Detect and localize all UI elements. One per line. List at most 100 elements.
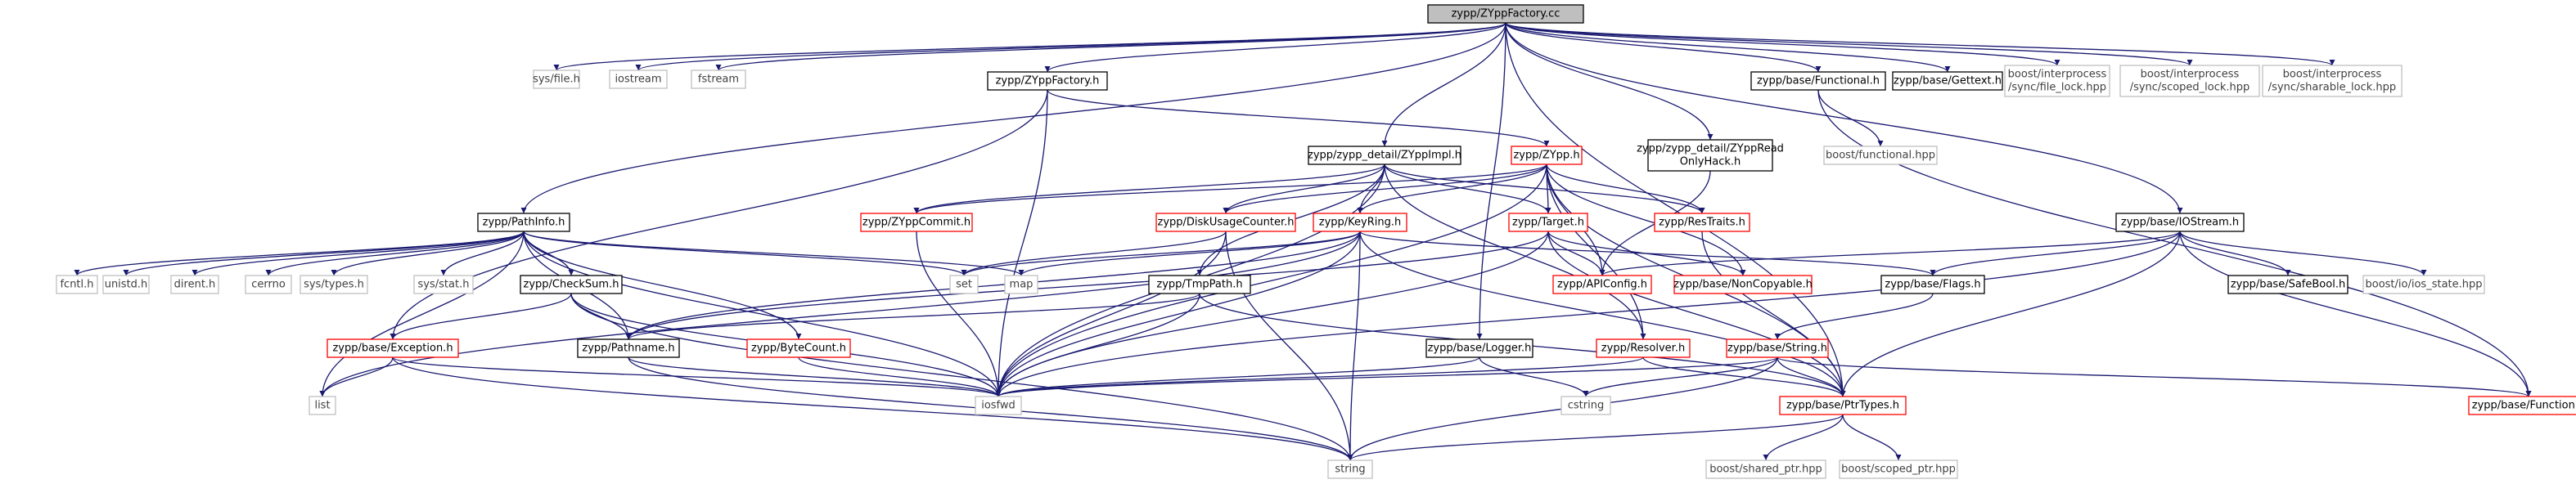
- node-string: string: [1327, 459, 1373, 479]
- edge-pathinfo-to-map: [523, 231, 1025, 276]
- node-box: [477, 213, 570, 232]
- node-unistd: unistd.h: [102, 275, 150, 294]
- node-label: boost/interprocess: [2008, 69, 2107, 81]
- node-box: [1880, 275, 1985, 294]
- node-label: boost/scoped_ptr.hpp: [1841, 464, 1956, 476]
- node-label: boost/interprocess: [2283, 69, 2382, 81]
- node-apiconfig[interactable]: zypp/APIConfig.h: [1552, 275, 1652, 294]
- edge-string_h-to-cstring: [1583, 356, 1778, 397]
- node-diskusage[interactable]: zypp/DiskUsageCounter.h: [1155, 213, 1296, 232]
- edge-pathinfo-to-cerrno: [265, 231, 525, 276]
- edge-tmppath-to-iosfwd: [995, 293, 1200, 397]
- node-box: [2227, 275, 2349, 294]
- node-functional-h[interactable]: zypp/base/Functional.h: [1750, 71, 1886, 91]
- node-box: [1511, 146, 1583, 165]
- node-label: iosfwd: [981, 400, 1016, 412]
- edge-resolver-to-ptrtypes: [1642, 356, 1846, 397]
- node-box: [1750, 71, 1886, 91]
- node-string-h[interactable]: zypp/base/String.h: [1726, 338, 1829, 358]
- node-sysfile: sys/file.h: [533, 69, 580, 89]
- edge-keyring-to-pathname: [625, 231, 1361, 340]
- edge-root-to-readonly: [1505, 22, 1714, 141]
- node-label: zypp/base/Function.h: [2472, 400, 2576, 412]
- node-iosstate: boost/io/ios_state.hpp: [2362, 275, 2485, 294]
- edge-keyring-to-list: [319, 231, 1361, 397]
- node-noncopyable[interactable]: zypp/base/NonCopyable.h: [1673, 275, 1813, 294]
- node-pathname[interactable]: zypp/Pathname.h: [577, 338, 680, 358]
- edge-keyring-to-set: [961, 231, 1361, 276]
- node-label: cerrno: [251, 279, 286, 291]
- edge-keyring-to-map: [1018, 231, 1361, 276]
- node-label: zypp/base/IOStream.h: [2121, 217, 2239, 229]
- node-box: [102, 275, 150, 294]
- node-box: [949, 275, 979, 294]
- node-logger[interactable]: zypp/base/Logger.h: [1425, 338, 1533, 358]
- node-label: /sync/scoped_lock.hpp: [2130, 82, 2250, 94]
- node-label: boost/interprocess: [2141, 69, 2240, 81]
- edge-pathinfo-to-bytecount: [523, 231, 802, 340]
- node-label: dirent.h: [174, 279, 216, 291]
- node-target[interactable]: zypp/Target.h: [1508, 213, 1588, 232]
- edge-zypp_h-to-keyring: [1357, 164, 1547, 214]
- node-box: [2115, 213, 2245, 232]
- node-flags[interactable]: zypp/base/Flags.h: [1880, 275, 1985, 294]
- edge-diskusage-to-string: [1225, 231, 1353, 461]
- node-keyring[interactable]: zypp/KeyRing.h: [1313, 213, 1407, 232]
- node-dirent: dirent.h: [170, 275, 219, 294]
- node-pathinfo[interactable]: zypp/PathInfo.h: [477, 213, 570, 232]
- node-label: OnlyHack.h: [1680, 156, 1741, 168]
- node-box: [299, 275, 368, 294]
- node-gettext-h[interactable]: zypp/base/Gettext.h: [1892, 71, 2003, 91]
- node-label: zypp/zypp_detail/ZYppRead: [1637, 143, 1784, 155]
- node-box: [860, 213, 973, 232]
- node-ptrtypes[interactable]: zypp/base/PtrTypes.h: [1779, 396, 1907, 415]
- edge-pathname-to-iosfwd: [628, 356, 1002, 397]
- node-fcntl: fcntl.h: [56, 275, 98, 294]
- edge-root-to-file_lock: [1505, 22, 2060, 66]
- edge-tmppath-to-pathname: [625, 293, 1200, 340]
- edge-zyppimpl-to-target: [1384, 164, 1551, 214]
- node-label: zypp/DiskUsageCounter.h: [1158, 217, 1295, 229]
- node-label: zypp/ZYppFactory.h: [996, 75, 1100, 87]
- node-box: [1148, 275, 1251, 294]
- node-label: zypp/zypp_detail/ZYppImpl.h: [1308, 150, 1461, 162]
- edge-root-to-zyppfactory_h: [1044, 22, 1506, 73]
- node-resolver[interactable]: zypp/Resolver.h: [1596, 338, 1691, 358]
- edge-zyppfactory_h-to-exception: [390, 89, 1048, 340]
- edge-keyring-to-string: [1347, 231, 1361, 461]
- node-label: zypp/base/Functional.h: [1757, 75, 1880, 87]
- edge-iostream_h-to-function_h: [2179, 231, 2532, 397]
- edge-pathinfo-to-checksum: [523, 231, 574, 276]
- node-iostream-h[interactable]: zypp/base/IOStream.h: [2115, 213, 2245, 232]
- edge-iostream_h-to-ptrtypes: [1840, 231, 2181, 397]
- edge-zypp_h-to-restraits: [1546, 164, 1705, 214]
- node-zyppimpl[interactable]: zypp/zypp_detail/ZYppImpl.h: [1308, 146, 1461, 165]
- node-label: iostream: [615, 74, 661, 86]
- edge-zypp_h-to-diskusage: [1223, 164, 1547, 214]
- node-box: [987, 71, 1108, 91]
- node-zyppfactory-h[interactable]: zypp/ZYppFactory.h: [987, 71, 1108, 91]
- node-zypp-h[interactable]: zypp/ZYpp.h: [1511, 146, 1583, 165]
- node-function-h[interactable]: zypp/base/Function.h: [2468, 396, 2576, 415]
- edge-pathinfo-to-systypes: [331, 231, 525, 276]
- node-label: string: [1335, 464, 1365, 476]
- node-checksum[interactable]: zypp/CheckSum.h: [520, 275, 623, 294]
- node-box: [1425, 338, 1533, 358]
- node-restraits[interactable]: zypp/ResTraits.h: [1654, 213, 1750, 232]
- node-root[interactable]: zypp/ZYppFactory.cc: [1427, 4, 1584, 24]
- edge-iostream_h-to-apiconfig: [1599, 231, 2181, 276]
- edge-ptrtypes-to-string: [1347, 414, 1844, 461]
- node-exception[interactable]: zypp/base/Exception.h: [327, 338, 459, 358]
- node-label: zypp/ResTraits.h: [1659, 217, 1745, 229]
- edge-iostream_h-to-iosfwd: [995, 231, 2181, 397]
- edge-target-to-noncopyable: [1547, 231, 1746, 276]
- node-bytecount[interactable]: zypp/ByteCount.h: [746, 338, 851, 358]
- node-tmppath[interactable]: zypp/TmpPath.h: [1148, 275, 1251, 294]
- node-file-lock: boost/interprocess/sync/file_lock.hpp: [2004, 65, 2110, 97]
- node-zyppcommit[interactable]: zypp/ZYppCommit.h: [860, 213, 973, 232]
- node-safebool[interactable]: zypp/base/SafeBool.h: [2227, 275, 2349, 294]
- edge-checksum-to-string: [570, 293, 1353, 461]
- node-label: /sync/sharable_lock.hpp: [2268, 82, 2396, 94]
